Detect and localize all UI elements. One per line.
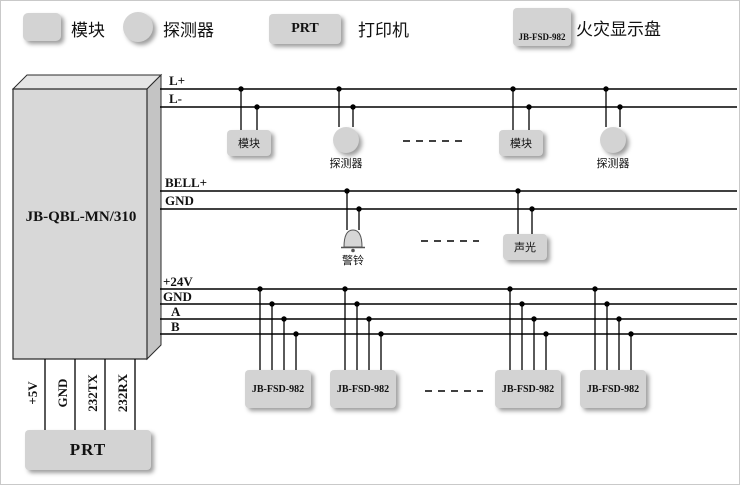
module-box-2: 模块 [499, 130, 543, 156]
fsd-box-2-label: JB-FSD-982 [336, 383, 390, 395]
detector-circle-1 [333, 127, 359, 153]
bus-label-bell-gnd: GND [165, 193, 194, 208]
loop-device-wires [240, 89, 621, 130]
legend-module-swatch [23, 13, 61, 41]
port-label-232tx: 232TX [85, 374, 100, 412]
module-box-1: 模块 [227, 130, 271, 156]
bus-lines [160, 88, 737, 335]
legend-fire-display-swatch-text: JB-FSD-982 [518, 32, 566, 42]
bus-label-a: A [171, 304, 181, 319]
bus-label-b: B [171, 319, 180, 334]
port-label-gnd: GND [55, 378, 70, 408]
strobe-box-label: 声光 [514, 242, 536, 254]
detector-2-label: 探测器 [596, 158, 630, 170]
port-label-5v: +5V [25, 381, 40, 405]
alarm-bell-icon [341, 229, 365, 253]
legend-printer-swatch: PRT [269, 14, 341, 44]
fsd-box-4-label: JB-FSD-982 [586, 383, 640, 395]
bus-label-gnd: GND [163, 289, 192, 304]
detector-1-label: 探测器 [329, 158, 363, 170]
control-panel-shape [11, 73, 163, 361]
connection-dots [238, 86, 634, 337]
dashed-continuation [403, 140, 483, 392]
legend-fire-display-swatch: JB-FSD-982 [513, 8, 571, 46]
bus-label-bell-plus: BELL+ [165, 175, 208, 190]
fsd-box-3: JB-FSD-982 [495, 370, 561, 408]
printer-box-label: PRT [69, 440, 107, 459]
module-box-1-label: 模块 [238, 138, 260, 150]
fsd-unit-wires [259, 289, 632, 370]
legend-fire-display-label: 火灾显示盘 [576, 20, 661, 39]
bell-line-wires [346, 191, 533, 234]
legend-printer-swatch-text: PRT [291, 21, 319, 36]
legend-detector-label: 探测器 [163, 21, 214, 40]
printer-box: PRT [25, 430, 151, 470]
bus-label-24v: +24V [163, 274, 193, 289]
control-panel-title: JB-QBL-MN/310 [25, 209, 137, 225]
fsd-box-3-label: JB-FSD-982 [501, 383, 555, 395]
port-label-232rx: 232RX [115, 373, 130, 413]
fsd-box-1-label: JB-FSD-982 [251, 383, 305, 395]
bus-label-loop-minus: L- [169, 91, 182, 106]
printer-wires [44, 359, 136, 430]
detector-circle-2 [600, 127, 626, 153]
alarm-bell-label: 警铃 [342, 255, 364, 267]
fsd-box-1: JB-FSD-982 [245, 370, 311, 408]
fsd-box-4: JB-FSD-982 [580, 370, 646, 408]
strobe-box: 声光 [503, 234, 547, 260]
fsd-box-2: JB-FSD-982 [330, 370, 396, 408]
legend-printer-label: 打印机 [358, 21, 409, 40]
legend-detector-swatch [123, 12, 153, 42]
legend-module-label: 模块 [71, 21, 105, 40]
bus-label-loop-plus: L+ [169, 73, 186, 88]
module-box-2-label: 模块 [510, 138, 532, 150]
